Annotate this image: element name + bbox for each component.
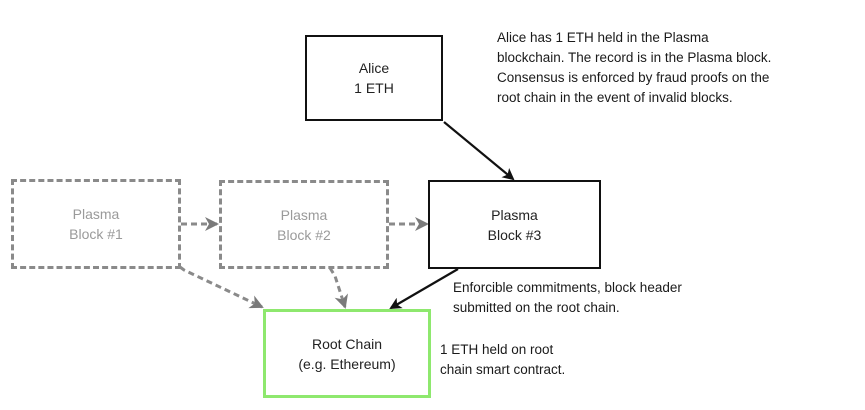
edge-block3-root bbox=[389, 268, 459, 310]
note-alice: Alice has 1 ETH held in the Plasma block… bbox=[497, 30, 772, 105]
note-commitments: Enforcible commitments, block header sub… bbox=[453, 280, 682, 315]
node-alice: Alice 1 ETH bbox=[305, 35, 443, 121]
node-plasma-block-2-label: Plasma Block #2 bbox=[277, 206, 331, 243]
node-plasma-block-2: Plasma Block #2 bbox=[219, 180, 389, 269]
node-plasma-block-1: Plasma Block #1 bbox=[11, 179, 181, 269]
note-root-chain: 1 ETH held on root chain smart contract. bbox=[440, 342, 566, 377]
edge-block2-root bbox=[328, 267, 348, 309]
node-alice-label: Alice 1 ETH bbox=[354, 60, 394, 96]
edge-block1-root bbox=[179, 265, 264, 309]
node-plasma-block-3-label: Plasma Block #3 bbox=[487, 206, 542, 243]
node-plasma-block-1-label: Plasma Block #1 bbox=[69, 206, 123, 242]
node-root-chain: Root Chain (e.g. Ethereum) bbox=[263, 309, 431, 398]
node-root-chain-label: Root Chain (e.g. Ethereum) bbox=[298, 335, 396, 372]
edge-alice-block3 bbox=[443, 121, 515, 181]
node-plasma-block-3: Plasma Block #3 bbox=[428, 180, 601, 269]
